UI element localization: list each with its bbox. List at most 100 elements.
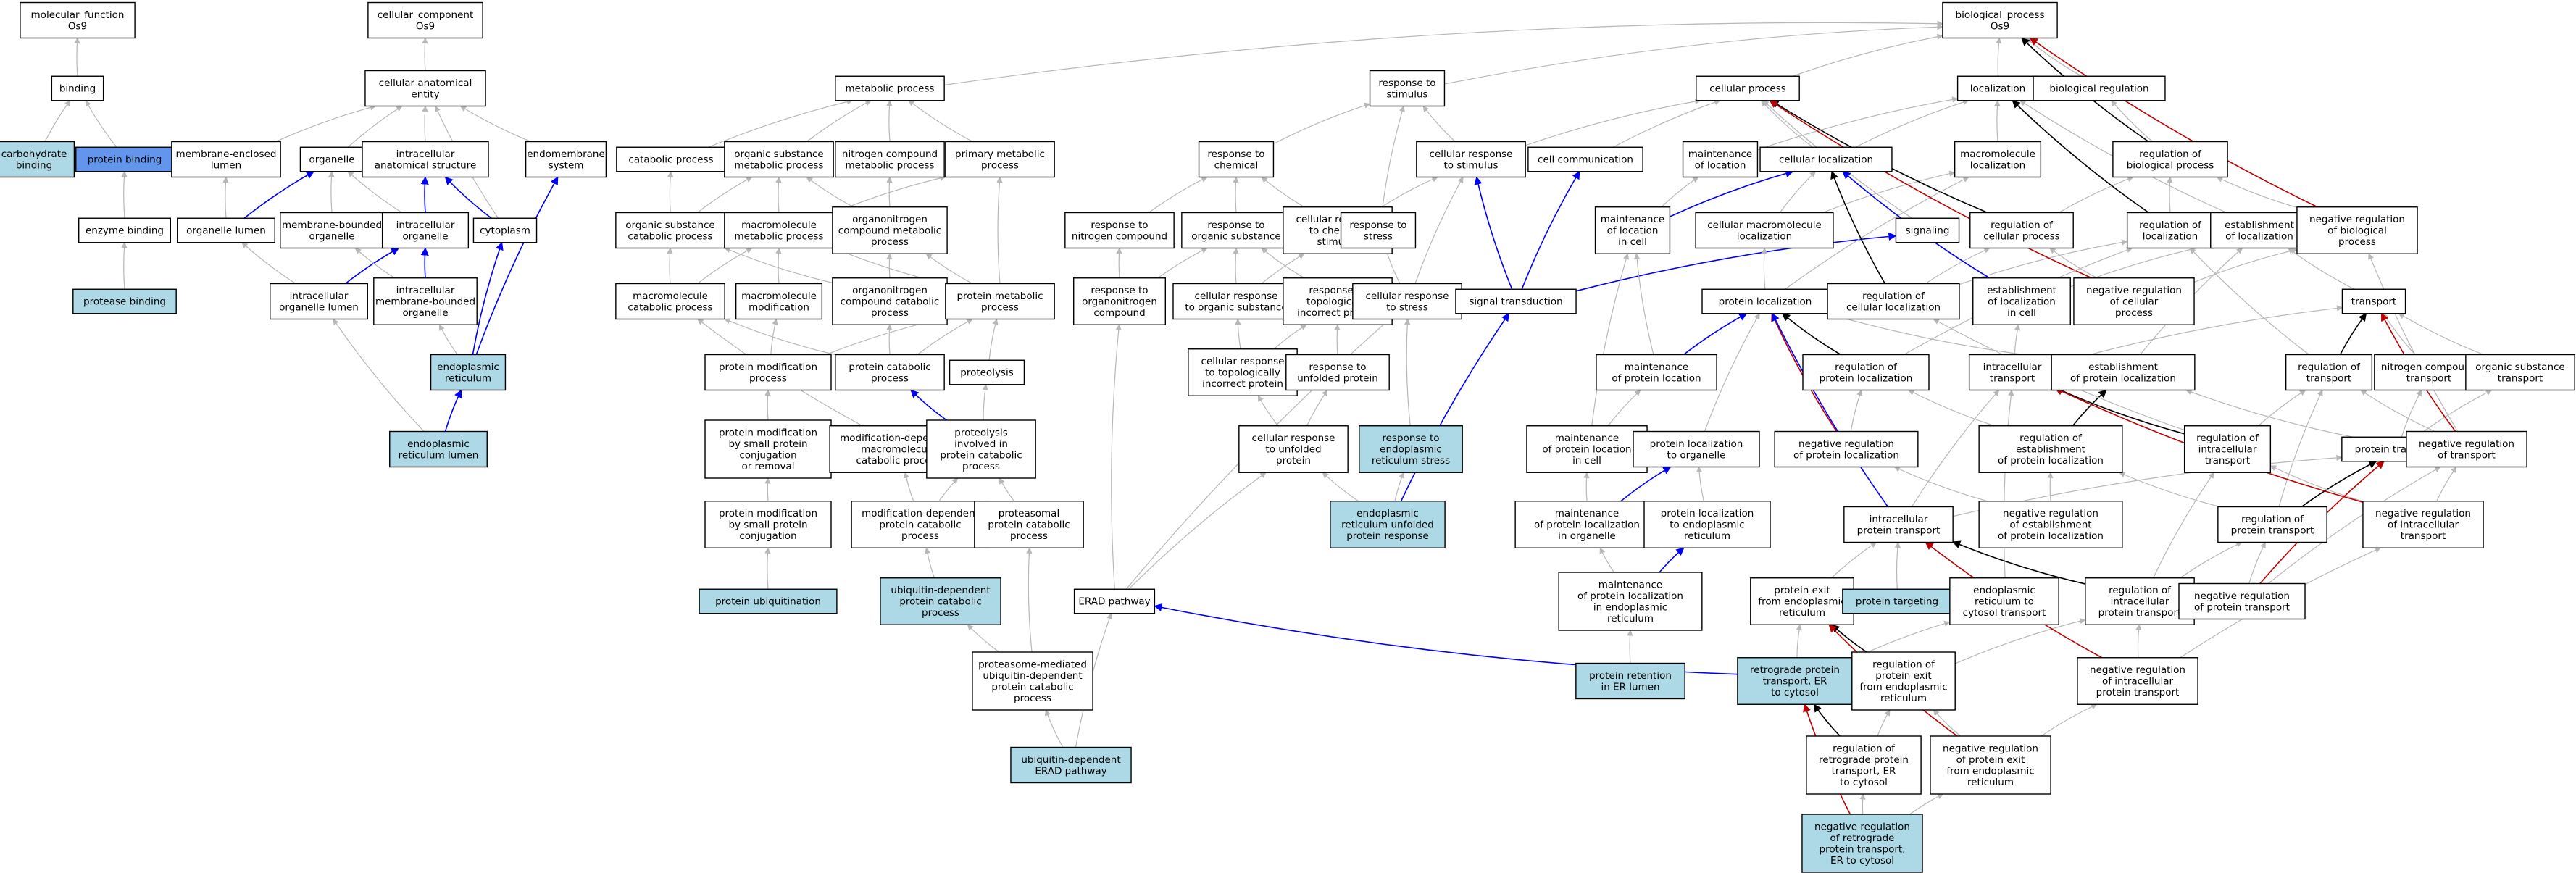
go-term-node[interactable]: protein targeting: [1842, 588, 1952, 614]
go-term-node[interactable]: biological regulation: [2033, 75, 2166, 101]
go-term-node[interactable]: organelle lumen: [177, 217, 275, 243]
go-term-node[interactable]: cellular localization: [1759, 146, 1893, 172]
go-term-node[interactable]: cellular process: [1696, 75, 1800, 101]
go-term-node[interactable]: transport: [2341, 288, 2406, 314]
go-term-node[interactable]: protein ubiquitination: [699, 588, 838, 614]
go-term-node[interactable]: protease binding: [72, 288, 177, 314]
go-term-node[interactable]: cell communication: [1527, 146, 1643, 172]
go-term-node[interactable]: protein localization: [1701, 288, 1829, 314]
go-term-node[interactable]: localization: [1956, 75, 2039, 101]
go-term-node[interactable]: signal transduction: [1455, 288, 1577, 314]
go-term-node[interactable]: proteolysis: [949, 359, 1025, 385]
go-term-node[interactable]: binding: [51, 75, 104, 101]
go-term-node[interactable]: organelle: [299, 146, 364, 172]
go-term-node[interactable]: signaling: [1895, 217, 1960, 243]
go-term-node[interactable]: metabolic process: [835, 75, 945, 101]
go-term-node[interactable]: cytoplasm: [472, 217, 538, 243]
go-term-node[interactable]: enzyme binding: [78, 217, 171, 243]
go-term-node[interactable]: protein binding: [75, 146, 174, 172]
